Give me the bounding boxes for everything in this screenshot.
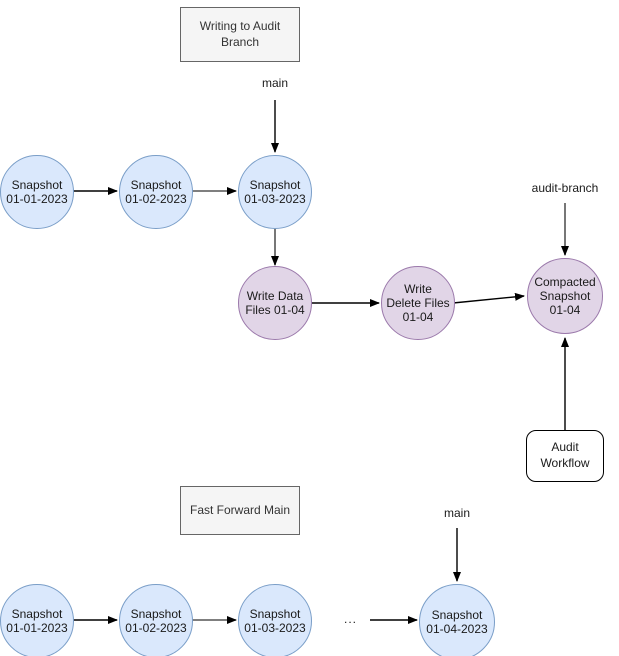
node-label: Audit Workflow	[540, 440, 590, 470]
branch-label-main-top: main	[261, 76, 288, 90]
node-snapshot-01-03-2023-bottom[interactable]: Snapshot 01-03-2023	[238, 584, 312, 656]
node-snapshot-01-01-2023-top[interactable]: Snapshot 01-01-2023	[0, 155, 74, 229]
section-label-writing-to-audit-branch: Writing to Audit Branch	[180, 7, 300, 62]
edge-writedelete-to-compacted	[452, 292, 525, 304]
section-label-fast-forward-main: Fast Forward Main	[180, 486, 300, 535]
node-label: Snapshot 01-03-2023	[244, 177, 306, 206]
node-label: Snapshot 01-02-2023	[125, 177, 187, 206]
node-label: Snapshot 01-01-2023	[6, 177, 68, 206]
node-label: Write Data Files 01-04	[245, 288, 305, 317]
node-snapshot-01-02-2023-bottom[interactable]: Snapshot 01-02-2023	[119, 584, 193, 656]
node-write-delete-files-01-04[interactable]: Write Delete Files 01-04	[381, 266, 455, 340]
node-label: Compacted Snapshot 01-04	[534, 274, 596, 318]
section-label-text: Writing to Audit Branch	[199, 18, 281, 49]
node-label: Snapshot 01-02-2023	[125, 606, 187, 635]
node-snapshot-01-03-2023-top[interactable]: Snapshot 01-03-2023	[238, 155, 312, 229]
node-label: Snapshot 01-01-2023	[6, 606, 68, 635]
node-snapshot-01-02-2023-top[interactable]: Snapshot 01-02-2023	[119, 155, 193, 229]
section-label-text: Fast Forward Main	[189, 502, 291, 517]
node-label: Write Delete Files 01-04	[386, 281, 450, 325]
node-write-data-files-01-04[interactable]: Write Data Files 01-04	[238, 266, 312, 340]
branch-label-audit-branch: audit-branch	[531, 181, 599, 195]
branch-label-main-bottom: main	[443, 506, 470, 520]
node-label: Snapshot 01-04-2023	[426, 607, 488, 636]
node-label: Snapshot 01-03-2023	[244, 606, 306, 635]
node-audit-workflow[interactable]: Audit Workflow	[526, 430, 604, 482]
node-compacted-snapshot-01-04[interactable]: Compacted Snapshot 01-04	[527, 258, 603, 334]
node-snapshot-01-04-2023-bottom[interactable]: Snapshot 01-04-2023	[419, 584, 495, 656]
node-snapshot-01-01-2023-bottom[interactable]: Snapshot 01-01-2023	[0, 584, 74, 656]
ellipsis-label: ...	[344, 612, 358, 626]
